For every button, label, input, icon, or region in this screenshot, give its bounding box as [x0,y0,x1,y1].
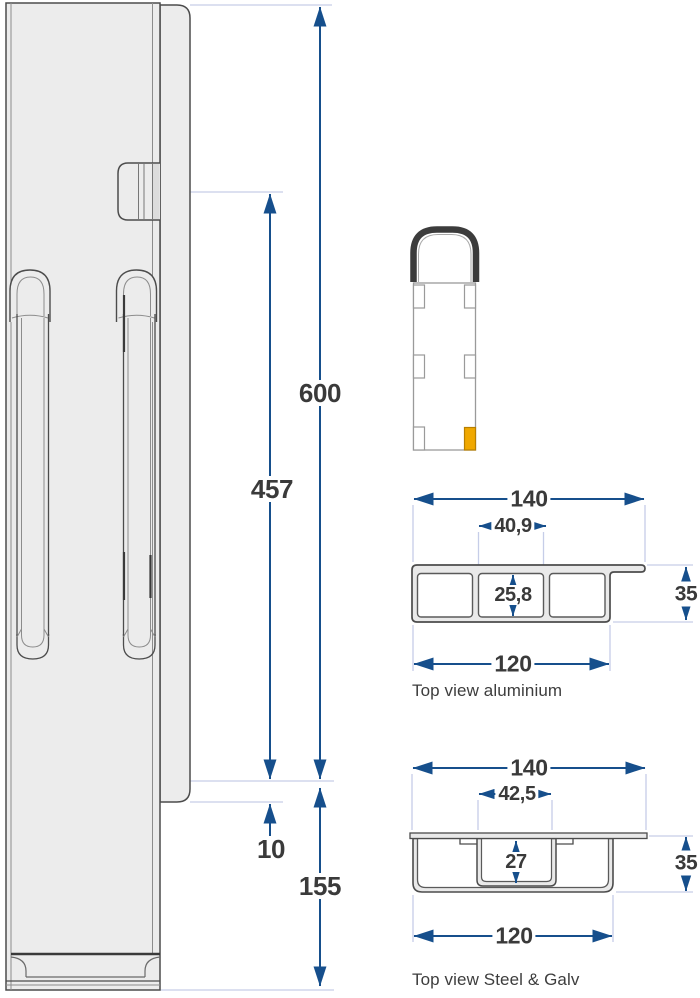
steel-cross-section [409,761,693,943]
bottom-rail [6,952,161,986]
hook-handle [410,226,480,282]
side-overall-dim-label: 600 [295,380,345,406]
mount-tabs [412,284,477,451]
return-lips [459,839,574,845]
steel-height-dim-label: 35 [673,850,699,876]
extension-lines [411,774,693,942]
steel-caption: Top view Steel & Galv [412,970,580,989]
latch-clip [117,162,160,221]
side-hook-dim-label: 457 [247,476,297,502]
side-base-dim-label: 155 [295,873,345,899]
steel-slot-depth-dim-label: 27 [502,852,530,872]
post-side-view [5,2,334,991]
aluminium-caption: Top view aluminium [412,681,563,700]
fence-panel [5,2,161,991]
alu-base-width-dim-label: 120 [491,652,535,676]
alu-height-dim-label: 35 [673,581,699,607]
post-front-view [410,226,480,451]
back-post [159,4,191,803]
aluminium-cross-section [411,492,693,671]
steel-top-plate [409,832,648,840]
steel-base-width-dim-label: 120 [492,924,536,948]
mount-tab-highlighted [463,426,477,451]
alu-slot-width-dim-label: 40,9 [491,516,535,536]
steel-slot-width-dim-label: 42,5 [495,784,539,804]
extension-lines [160,4,334,991]
alu-slot-height-dim-label: 25,8 [491,585,535,605]
alu-width-dim-label: 140 [507,487,551,511]
side-offset-dim-label: 10 [253,836,289,862]
steel-width-dim-label: 140 [507,756,551,780]
slot-shading [122,295,152,600]
